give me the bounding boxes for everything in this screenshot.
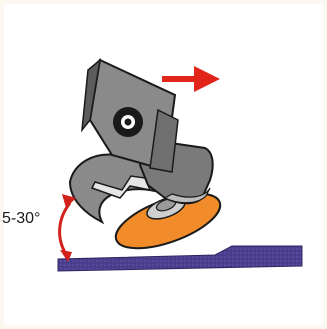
workpiece	[57, 245, 303, 272]
motor-body-side	[81, 58, 102, 133]
angle-arc-icon	[58, 194, 76, 262]
gear-head-rim	[163, 187, 211, 204]
side-handle-knob	[113, 107, 143, 137]
angle-range-label: 5-30°	[2, 210, 41, 227]
motor-collar	[149, 108, 179, 173]
arrow-right-icon	[162, 66, 220, 92]
